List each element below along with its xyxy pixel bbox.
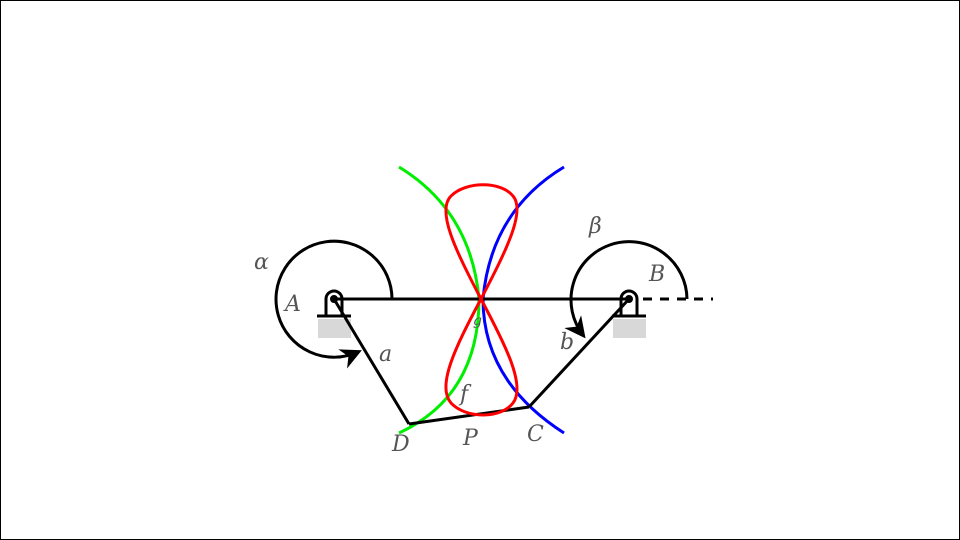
label-g: g — [473, 313, 482, 329]
label-P: P — [462, 426, 479, 451]
link-a — [332, 298, 411, 425]
label-alpha: α — [254, 250, 269, 275]
coupler-link-dc — [408, 405, 530, 426]
pivot-b — [612, 289, 646, 318]
label-beta: β — [588, 214, 602, 239]
label-A: A — [283, 292, 301, 317]
label-C: C — [527, 422, 544, 447]
pivot-a — [317, 289, 351, 318]
label-B: B — [648, 262, 665, 287]
ground-a — [318, 319, 351, 338]
ground-b — [613, 319, 646, 338]
label-D: D — [391, 432, 410, 457]
coupler-curve — [444, 183, 519, 417]
label-b: b — [560, 330, 574, 355]
label-a: a — [379, 342, 392, 367]
label-f: f — [458, 382, 472, 407]
alpha-arc — [274, 239, 394, 369]
beta-arc — [564, 240, 689, 339]
